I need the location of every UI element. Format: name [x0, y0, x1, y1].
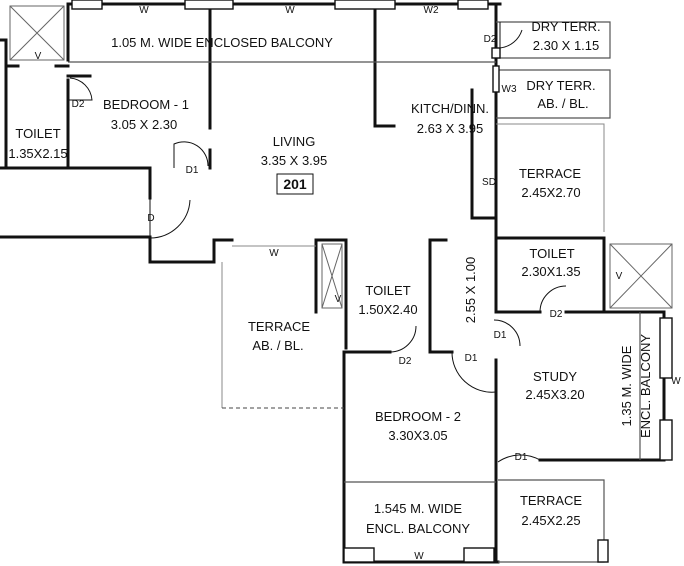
- dry-terr-1-name: DRY TERR.: [531, 19, 600, 34]
- study-name: STUDY: [533, 369, 577, 384]
- duct-right: [609, 243, 673, 309]
- window-top-4: [457, 0, 489, 10]
- mark-v-top-left: V: [35, 51, 42, 62]
- window-bottom-2: [463, 547, 495, 563]
- balcony-right-line2: ENCL. BALCONY: [638, 334, 653, 438]
- door-d-entry: [149, 198, 191, 239]
- walls: [0, 2, 666, 564]
- study-size: 2.45X3.20: [525, 387, 584, 402]
- kitchen-name: KITCH/DINN.: [411, 101, 489, 116]
- mark-v-mid: V: [335, 294, 342, 305]
- balcony-bottom-line1: 1.545 M. WIDE: [374, 501, 462, 516]
- terrace2-name: TERRACE: [248, 319, 310, 334]
- toilet2-name: TOILET: [365, 283, 410, 298]
- dry-terr-2-size: AB. / BL.: [537, 96, 588, 111]
- terrace3-name: TERRACE: [520, 493, 582, 508]
- balcony-right-line1: 1.35 M. WIDE: [619, 345, 634, 426]
- terrace1-size: 2.45X2.70: [521, 185, 580, 200]
- toilet1-size: 1.35X2.15: [8, 146, 67, 161]
- passage-dim: 2.55 X 1.00: [463, 257, 478, 324]
- mark-w-right: W: [671, 376, 681, 387]
- mark-d2-toilet2: D2: [399, 356, 412, 367]
- mark-d1-bed2: D1: [465, 353, 478, 364]
- mark-d1-living: D1: [186, 165, 199, 176]
- mark-d2-dry: D2: [484, 34, 497, 45]
- mark-d-entry: D: [147, 213, 154, 224]
- terrace2-size: AB. / BL.: [252, 338, 303, 353]
- toilet3-size: 2.30X1.35: [521, 264, 580, 279]
- dry-terr-2-name: DRY TERR.: [526, 78, 595, 93]
- doors: [68, 22, 567, 463]
- balcony-top-label: 1.05 M. WIDE ENCLOSED BALCONY: [111, 35, 333, 50]
- window-bottom-3: [597, 539, 609, 563]
- mark-w-top-2: W: [285, 5, 295, 16]
- mark-d2-toilet3: D2: [550, 309, 563, 320]
- bedroom2-size: 3.30X3.05: [388, 428, 447, 443]
- door-d1-bed2: [451, 351, 497, 393]
- window-top-2: [184, 0, 234, 10]
- dry-terr-1-size: 2.30 X 1.15: [533, 38, 600, 53]
- mark-w3: W3: [502, 84, 517, 95]
- door-d2-toilet2: [389, 325, 417, 353]
- door-d2-dry: [499, 22, 523, 49]
- mark-w-mid: W: [269, 248, 279, 259]
- ducts: [9, 5, 673, 309]
- mark-d1-terr3: D1: [515, 452, 528, 463]
- unit-number-box: [276, 173, 314, 195]
- door-d1-living: [173, 141, 209, 168]
- terrace1-name: TERRACE: [519, 166, 581, 181]
- thin-lines: [68, 21, 641, 563]
- mark-w2-top: W2: [424, 5, 439, 16]
- living-name: LIVING: [273, 134, 316, 149]
- balcony-bottom-line2: ENCL. BALCONY: [366, 521, 470, 536]
- window-w3: [491, 47, 501, 59]
- toilet3-name: TOILET: [529, 246, 574, 261]
- mark-sd: SD: [482, 177, 496, 188]
- door-d2-bed1: [68, 77, 93, 101]
- room-labels: 1.05 M. WIDE ENCLOSED BALCONY DRY TERR. …: [8, 19, 653, 536]
- window-right-1: [659, 317, 673, 379]
- kitchen-size: 2.63 X 3.95: [417, 121, 484, 136]
- window-top-3: [334, 0, 396, 10]
- bedroom1-size: 3.05 X 2.30: [111, 117, 178, 132]
- toilet1-name: TOILET: [15, 126, 60, 141]
- mark-d2-bed1: D2: [72, 99, 85, 110]
- terrace3-size: 2.45X2.25: [521, 513, 580, 528]
- mark-d1-study: D1: [494, 330, 507, 341]
- window-right-2: [659, 419, 673, 461]
- window-top-1: [71, 0, 103, 10]
- mark-w-bottom: W: [414, 551, 424, 562]
- door-d1-terr3: [497, 454, 541, 463]
- window-bottom-1: [343, 547, 375, 563]
- unit-number: 201: [283, 176, 307, 192]
- toilet2-size: 1.50X2.40: [358, 302, 417, 317]
- marks: W W W2 W3 W W W V V V D2 D2 D1 D SD D2 D…: [35, 5, 682, 562]
- windows: [71, 0, 673, 563]
- bedroom2-name: BEDROOM - 2: [375, 409, 461, 424]
- living-size: 3.35 X 3.95: [261, 153, 328, 168]
- door-d2-toilet3: [539, 285, 567, 313]
- window-w3-b: [492, 65, 500, 93]
- bedroom1-name: BEDROOM - 1: [103, 97, 189, 112]
- door-d1-study: [493, 319, 521, 347]
- duct-top-left: [9, 5, 65, 61]
- mark-v-right: V: [616, 271, 623, 282]
- duct-mid: [321, 243, 343, 309]
- mark-w-top-1: W: [139, 5, 149, 16]
